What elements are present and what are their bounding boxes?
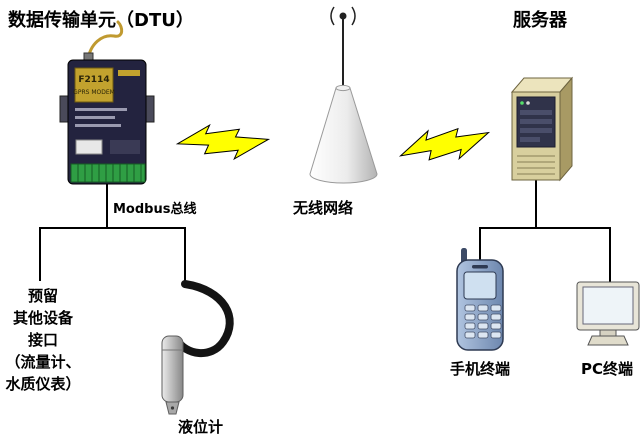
reserved-line: 预留 (27, 287, 58, 305)
phone-earpiece (472, 265, 488, 269)
dtu-antenna-wire-icon (86, 20, 124, 62)
phone-keypad (464, 304, 502, 339)
dtu-terminal-pins (77, 164, 142, 182)
connector-lines (39, 180, 611, 288)
reserved-devices-text: 预留 其他设备 接口 （流量计、 水质仪表） (0, 285, 86, 395)
server-drive-bay (520, 119, 552, 124)
level-meter-label: 液位计 (178, 418, 224, 436)
monitor-neck (599, 329, 617, 337)
modbus-bus-label: Modbus总线 (113, 202, 197, 217)
lightning-icon (175, 123, 271, 161)
pc-terminal-label: PC终端 (581, 360, 634, 378)
server-side-face (559, 76, 573, 182)
server-led-green (520, 101, 524, 105)
reserved-line: 水质仪表） (5, 375, 81, 393)
pc-monitor (576, 281, 640, 346)
server-drive-bay (520, 128, 552, 133)
antenna-dot-icon (339, 12, 347, 20)
monitor-screen (582, 286, 634, 325)
level-sensor (161, 280, 234, 415)
dtu-text-line (75, 116, 115, 119)
dtu-port (110, 140, 140, 154)
dtu-badge (118, 70, 140, 76)
server-drive-bay (520, 137, 540, 142)
dtu-text-line (75, 108, 127, 111)
phone-device (456, 248, 504, 351)
sensor-probe-hole (170, 406, 175, 410)
radio-wave-left-icon (330, 6, 335, 26)
server-led-white (526, 101, 530, 105)
reserved-line: 接口 (27, 331, 58, 349)
dtu-title: 数据传输单元（DTU） (8, 10, 194, 31)
wireless-tower (309, 6, 378, 184)
server-vents (517, 155, 555, 175)
tower-cone-top (335, 84, 351, 92)
sensor-cable (173, 280, 234, 357)
tower-cone (309, 87, 378, 184)
monitor-base (587, 335, 629, 346)
dtu-text-line (75, 124, 121, 127)
wireless-network-label: 无线网络 (293, 199, 354, 217)
dtu-model-text: F2114 (78, 75, 109, 85)
phone-terminal-label: 手机终端 (450, 360, 511, 378)
radio-wave-right-icon (351, 6, 356, 26)
server-title: 服务器 (513, 10, 567, 31)
reserved-line: 其他设备 (12, 309, 73, 327)
server-device (510, 76, 574, 182)
dtu-label-plate (74, 67, 114, 103)
lightning-icon (398, 127, 491, 161)
phone-screen (463, 271, 497, 300)
server-drive-bay (520, 110, 552, 115)
sensor-probe (161, 335, 184, 403)
dtu-sticker (75, 139, 103, 155)
dtu-sub-text: GPRS MODEM (73, 89, 115, 96)
dtu-device: F2114 GPRS MODEM (59, 20, 155, 185)
reserved-line: （流量计、 (5, 353, 81, 371)
